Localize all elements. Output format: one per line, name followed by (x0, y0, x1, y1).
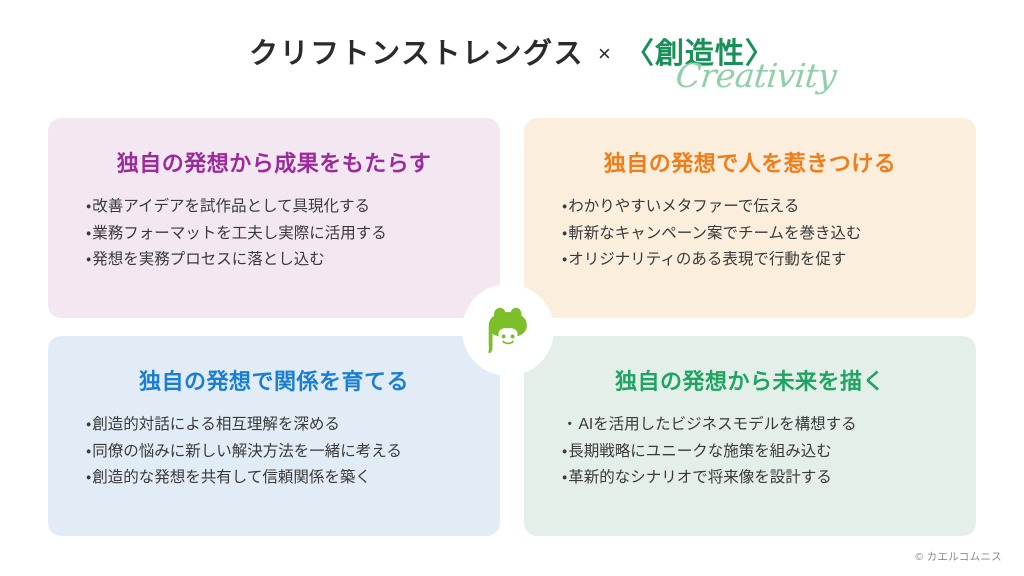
card-bullet-list: ・改善アイデアを試作品として具現化する ・業務フォーマットを工夫し実際に活用する… (70, 194, 478, 274)
list-item-label: 創造的対話による相互理解を深める (92, 416, 340, 433)
list-item: ・発想を実務プロセスに落とし込む (86, 247, 478, 274)
list-item-label: 業務フォーマットを工夫し実際に活用する (92, 224, 387, 242)
card-title: 独自の発想で関係を育てる (138, 369, 409, 394)
card-strategic: 独自の発想から未来を描く ・AIを活用したビジネスモデルを構想する ・長期戦略に… (524, 336, 976, 536)
copyright-footer: © カエルコムニス (915, 551, 1002, 563)
bullet-marker-icon: ・ (86, 224, 92, 242)
list-item-label: 発想を実務プロセスに落とし込む (92, 251, 325, 269)
title-separator: × (598, 41, 611, 66)
bullet-marker-icon: ・ (86, 416, 92, 433)
card-influencing: 独自の発想で人を惹きつける ・わかりやすいメタファーで伝える ・斬新なキャンペー… (524, 118, 976, 318)
list-item-label: オリジナリティのある表現で行動を促す (568, 251, 847, 269)
title-script-creativity: Creativity (673, 56, 839, 95)
title-main-text: クリフトンストレングス (249, 38, 585, 70)
list-item: ・同僚の悩みに新しい解決方法を一緒に考える (86, 439, 478, 466)
list-item: ・斬新なキャンペーン案でチームを巻き込む (562, 221, 954, 248)
bullet-marker-icon: ・ (562, 416, 578, 433)
bullet-marker-icon: ・ (86, 469, 92, 487)
list-item: ・創造的対話による相互理解を深める (86, 412, 478, 439)
bullet-marker-icon: ・ (562, 224, 568, 242)
center-logo-badge (462, 284, 554, 376)
list-item: ・革新的なシナリオで将来像を設計する (562, 465, 954, 492)
card-bullet-list: ・AIを活用したビジネスモデルを構想する ・長期戦略にユニークな施策を組み込む … (546, 412, 954, 492)
card-title: 独自の発想から成果をもたらす (116, 151, 432, 176)
bullet-marker-icon: ・ (86, 442, 92, 460)
list-item: ・AIを活用したビジネスモデルを構想する (562, 412, 954, 439)
card-bullet-list: ・わかりやすいメタファーで伝える ・斬新なキャンペーン案でチームを巻き込む ・オ… (546, 194, 954, 274)
card-title: 独自の発想で人を惹きつける (603, 151, 897, 176)
frog-mascot-icon (488, 307, 527, 354)
bullet-marker-icon: ・ (562, 251, 568, 269)
bullet-marker-icon: ・ (562, 442, 568, 460)
list-item: ・わかりやすいメタファーで伝える (562, 194, 954, 221)
list-item: ・長期戦略にユニークな施策を組み込む (562, 439, 954, 466)
cards-grid: 独自の発想から成果をもたらす ・改善アイデアを試作品として具現化する ・業務フォ… (48, 118, 976, 536)
bullet-marker-icon: ・ (86, 251, 92, 269)
title-theme-text: 〈創造性〉 (624, 38, 775, 70)
page-title: クリフトンストレングス × 〈創造性〉 (0, 30, 1024, 72)
list-item: ・オリジナリティのある表現で行動を促す (562, 247, 954, 274)
bullet-marker-icon: ・ (86, 198, 92, 215)
list-item-label: 斬新なキャンペーン案でチームを巻き込む (568, 224, 862, 242)
list-item: ・創造的な発想を共有して信頼関係を築く (86, 465, 478, 492)
list-item-label: AIを活用したビジネスモデルを構想する (578, 416, 857, 433)
list-item: ・改善アイデアを試作品として具現化する (86, 194, 478, 221)
list-item-label: 革新的なシナリオで将来像を設計する (568, 469, 832, 487)
list-item-label: わかりやすいメタファーで伝える (568, 198, 800, 215)
list-item-label: 創造的な発想を共有して信頼関係を築く (92, 469, 371, 487)
card-results: 独自の発想から成果をもたらす ・改善アイデアを試作品として具現化する ・業務フォ… (48, 118, 500, 318)
list-item-label: 同僚の悩みに新しい解決方法を一緒に考える (92, 442, 402, 460)
bullet-marker-icon: ・ (562, 198, 568, 215)
list-item: ・業務フォーマットを工夫し実際に活用する (86, 221, 478, 248)
bullet-marker-icon: ・ (562, 469, 568, 487)
card-title: 独自の発想から未来を描く (614, 369, 885, 394)
list-item-label: 改善アイデアを試作品として具現化する (92, 198, 371, 215)
page-header: クリフトンストレングス × 〈創造性〉 Creativity (0, 0, 1024, 110)
card-relationship: 独自の発想で関係を育てる ・創造的対話による相互理解を深める ・同僚の悩みに新し… (48, 336, 500, 536)
list-item-label: 長期戦略にユニークな施策を組み込む (568, 442, 832, 460)
card-bullet-list: ・創造的対話による相互理解を深める ・同僚の悩みに新しい解決方法を一緒に考える … (70, 412, 478, 492)
